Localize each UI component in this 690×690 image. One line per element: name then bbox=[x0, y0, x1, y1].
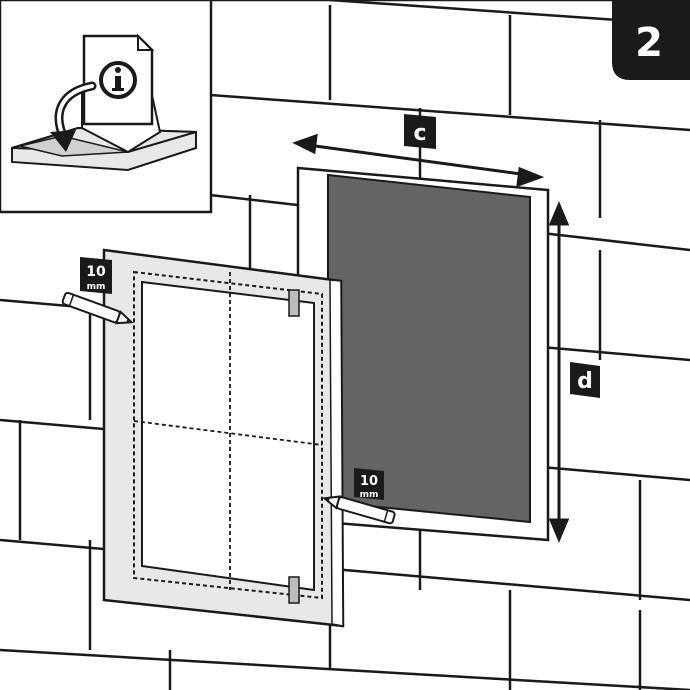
info-icon bbox=[99, 61, 137, 99]
width-label: c bbox=[413, 121, 426, 146]
wall-recess bbox=[296, 166, 550, 542]
frame-panel bbox=[102, 248, 345, 628]
pencil-icon bbox=[61, 291, 134, 325]
top-clip bbox=[288, 289, 300, 317]
bottom-clip bbox=[288, 576, 300, 604]
margin-marker-badge-1: 10 mm bbox=[80, 257, 112, 294]
marker-1-value: 10 bbox=[86, 264, 106, 280]
step-number-badge: 2 bbox=[612, 0, 690, 80]
step-number: 2 bbox=[635, 20, 663, 66]
margin-marker-badge-2: 10 mm bbox=[354, 468, 384, 500]
marker-1-unit: mm bbox=[87, 282, 106, 292]
info-inset bbox=[0, 0, 213, 214]
marker-2-value: 10 bbox=[360, 474, 378, 489]
width-dimension-arrow bbox=[292, 133, 545, 188]
width-label-badge: c bbox=[404, 114, 436, 149]
height-label: d bbox=[577, 369, 593, 394]
marker-2-unit: mm bbox=[360, 490, 379, 500]
pencil-icon bbox=[322, 495, 396, 525]
rotate-arrow-icon bbox=[50, 81, 97, 152]
height-label-badge: d bbox=[570, 362, 600, 398]
height-dimension-arrow bbox=[548, 201, 570, 543]
